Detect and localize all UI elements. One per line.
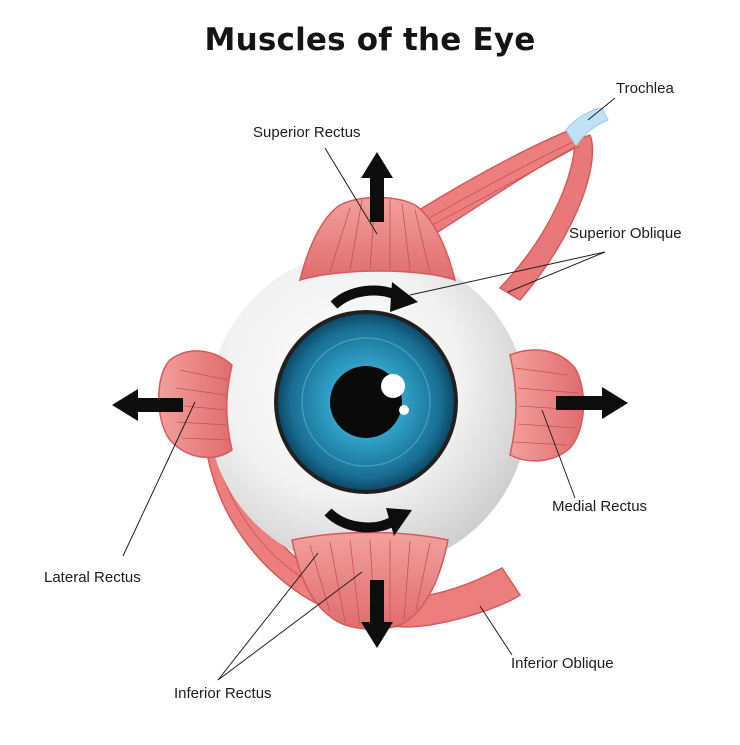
arrow-up-icon [361,152,393,222]
label-inferior-oblique: Inferior Oblique [511,655,614,672]
medial-rectus-muscle [509,349,585,462]
label-superior-rectus: Superior Rectus [253,124,361,141]
diagram-title: Muscles of the Eye [204,22,536,58]
leader-lines [122,97,616,681]
pupil-highlight-small [399,405,409,415]
rotate-arrow-icon [330,282,418,312]
rotate-arrow-icon [324,508,412,536]
arrow-down-icon [361,580,393,648]
label-trochlea: Trochlea [616,80,674,97]
label-superior-oblique: Superior Oblique [569,225,682,242]
superior-rectus-muscle [298,196,457,282]
arrow-right-icon [556,387,628,419]
pupil-highlight-large [381,374,405,398]
label-inferior-rectus: Inferior Rectus [174,685,272,702]
label-lateral-rectus: Lateral Rectus [44,569,141,586]
lateral-rectus-muscle [158,350,233,459]
arrow-left-icon [112,389,183,421]
trochlea-structure [565,107,609,147]
label-medial-rectus: Medial Rectus [552,498,648,515]
